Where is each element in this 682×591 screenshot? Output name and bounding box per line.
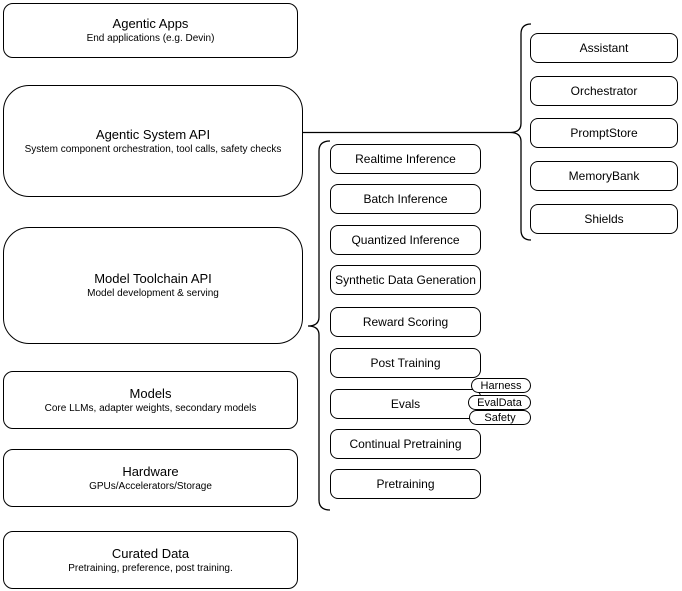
node-subtitle: End applications (e.g. Devin) xyxy=(86,33,215,44)
node-evals-harness: Harness xyxy=(471,378,531,393)
node-hardware: Hardware GPUs/Accelerators/Storage xyxy=(3,449,298,507)
node-agentic-system-api: Agentic System API System component orch… xyxy=(3,85,303,197)
node-curated-data: Curated Data Pretraining, preference, po… xyxy=(3,531,298,589)
node-subtitle: Pretraining, preference, post training. xyxy=(68,562,233,574)
node-realtime-inference: Realtime Inference xyxy=(330,144,481,174)
node-label: Realtime Inference xyxy=(355,152,456,166)
node-promptstore: PromptStore xyxy=(530,118,678,148)
node-reward-scoring: Reward Scoring xyxy=(330,307,481,337)
node-label: MemoryBank xyxy=(568,169,640,183)
node-subtitle: GPUs/Accelerators/Storage xyxy=(89,480,212,492)
node-title: Agentic System API xyxy=(95,126,211,142)
node-title: Models xyxy=(129,385,172,401)
node-batch-inference: Batch Inference xyxy=(330,184,481,214)
node-continual-pretraining: Continual Pretraining xyxy=(330,429,481,459)
toolchain-components-bracket xyxy=(307,140,331,511)
node-label: EvalData xyxy=(477,396,522,409)
node-memorybank: MemoryBank xyxy=(530,161,678,191)
node-label: Shields xyxy=(584,212,624,226)
node-synthetic-data-generation: Synthetic Data Generation xyxy=(330,265,481,295)
node-label: Reward Scoring xyxy=(362,315,449,329)
node-models: Models Core LLMs, adapter weights, secon… xyxy=(3,371,298,429)
node-evals: Evals xyxy=(330,389,481,419)
node-subtitle: System component orchestration, tool cal… xyxy=(24,143,282,155)
node-title: Hardware xyxy=(122,463,179,479)
node-orchestrator: Orchestrator xyxy=(530,76,678,106)
node-label: Quantized Inference xyxy=(351,233,460,247)
node-label: Harness xyxy=(480,379,522,392)
node-label: Continual Pretraining xyxy=(349,437,462,451)
node-model-toolchain-api: Model Toolchain API Model development & … xyxy=(3,227,303,344)
node-label: Orchestrator xyxy=(570,84,638,98)
node-agentic-apps: Agentic Apps End applications (e.g. Devi… xyxy=(3,3,298,58)
node-title: Curated Data xyxy=(111,545,190,561)
node-label: Pretraining xyxy=(376,477,435,491)
node-quantized-inference: Quantized Inference xyxy=(330,225,481,255)
node-label: Evals xyxy=(390,397,421,411)
node-shields: Shields xyxy=(530,204,678,234)
node-evals-evaldata: EvalData xyxy=(468,395,531,410)
node-subtitle: Model development & serving xyxy=(87,288,219,299)
node-assistant: Assistant xyxy=(530,33,678,63)
node-title: Agentic Apps xyxy=(112,16,189,31)
node-label: Post Training xyxy=(370,356,441,370)
node-post-training: Post Training xyxy=(330,348,481,378)
node-label: Safety xyxy=(484,411,516,424)
node-pretraining: Pretraining xyxy=(330,469,481,499)
node-label: Assistant xyxy=(579,41,629,55)
node-subtitle: Core LLMs, adapter weights, secondary mo… xyxy=(44,402,257,414)
node-evals-safety: Safety xyxy=(469,410,531,425)
node-title: Model Toolchain API xyxy=(94,271,212,286)
node-label: Batch Inference xyxy=(363,192,448,206)
node-label: Synthetic Data Generation xyxy=(335,273,476,287)
system-components-bracket xyxy=(509,23,532,241)
node-label: PromptStore xyxy=(570,126,638,140)
